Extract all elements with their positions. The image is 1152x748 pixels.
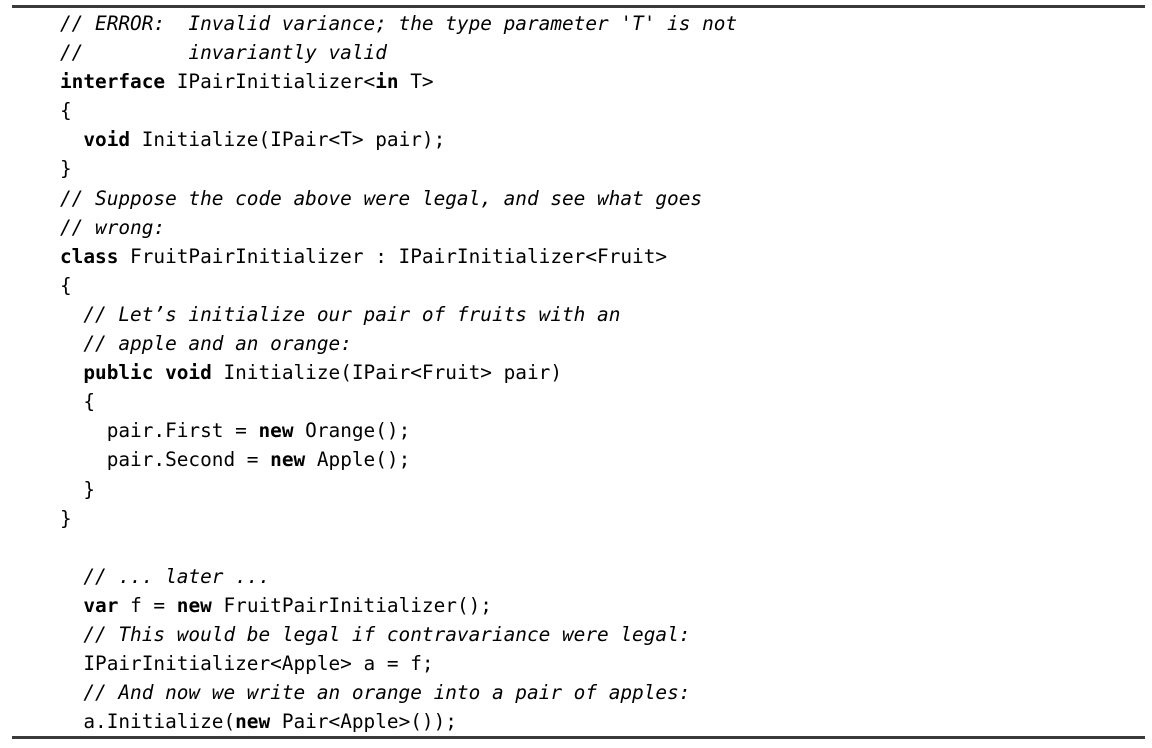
code-text — [60, 303, 83, 326]
code-line: // And now we write an orange into a pai… — [60, 678, 1130, 707]
code-keyword: new — [235, 710, 271, 734]
code-text — [60, 681, 83, 704]
listing-top-rule — [12, 5, 1145, 8]
code-keyword: in — [375, 70, 399, 94]
code-comment: // Suppose the code above were legal, an… — [60, 186, 703, 210]
code-comment: // invariantly valid — [60, 41, 387, 65]
code-text: pair.First = — [60, 419, 259, 443]
code-line: // ERROR: Invalid variance; the type par… — [60, 9, 1130, 38]
code-text — [60, 623, 83, 646]
code-line: } — [60, 475, 1130, 504]
code-keyword: new — [176, 593, 212, 617]
code-text: IPairInitializer< — [165, 70, 376, 94]
code-text: pair.Second = — [60, 448, 271, 472]
code-line: a.Initialize(new Pair<Apple>()); — [60, 707, 1130, 736]
code-comment: // This would be legal if contravariance… — [83, 622, 691, 646]
code-line: // Let’s initialize our pair of fruits w… — [60, 300, 1130, 329]
code-keyword: interface — [60, 70, 166, 94]
code-line: // wrong: — [60, 213, 1130, 242]
code-keyword: class — [60, 244, 119, 268]
code-keyword: new — [258, 419, 294, 443]
code-line: } — [60, 504, 1130, 533]
code-text: FruitPairInitializer : IPairInitializer<… — [118, 244, 668, 268]
code-text — [60, 565, 83, 588]
code-line: // Suppose the code above were legal, an… — [60, 184, 1130, 213]
code-text: { — [60, 273, 72, 297]
code-text: } — [60, 506, 72, 530]
code-text — [60, 361, 83, 384]
code-comment: // Let’s initialize our pair of fruits w… — [83, 302, 621, 326]
code-line: { — [60, 387, 1130, 416]
code-line: var f = new FruitPairInitializer(); — [60, 591, 1130, 620]
code-text: Apple(); — [305, 448, 411, 472]
code-comment: // ERROR: Invalid variance; the type par… — [60, 12, 738, 35]
code-text — [60, 332, 83, 355]
code-line — [60, 533, 1130, 562]
code-text: a.Initialize( — [60, 710, 236, 734]
code-text: } — [60, 157, 72, 181]
code-line: } — [60, 154, 1130, 183]
code-line: public void Initialize(IPair<Fruit> pair… — [60, 358, 1130, 387]
code-comment: // ... later ... — [83, 564, 271, 588]
code-text: IPairInitializer<Apple> a = f; — [60, 652, 434, 676]
code-body: // ERROR: Invalid variance; the type par… — [60, 9, 1130, 736]
code-text — [60, 594, 83, 617]
code-line: { — [60, 271, 1130, 300]
code-keyword: void — [83, 128, 131, 152]
code-comment: // wrong: — [60, 215, 166, 239]
code-line: void Initialize(IPair<T> pair); — [60, 125, 1130, 154]
code-keyword: var — [83, 593, 119, 617]
code-line: interface IPairInitializer<in T> — [60, 67, 1130, 96]
code-line: pair.First = new Orange(); — [60, 416, 1130, 445]
code-text: T> — [398, 70, 434, 94]
code-text: { — [60, 99, 72, 123]
code-text: { — [60, 390, 96, 414]
code-text: Pair<Apple>()); — [270, 710, 457, 734]
code-line: // apple and an orange: — [60, 329, 1130, 358]
code-text: Orange(); — [293, 419, 411, 443]
code-line: pair.Second = new Apple(); — [60, 445, 1130, 474]
code-keyword: public void — [83, 361, 212, 385]
code-comment: // apple and an orange: — [83, 332, 352, 356]
code-line: // invariantly valid — [60, 38, 1130, 67]
code-text: f = — [118, 593, 177, 617]
code-text: Initialize(IPair<Fruit> pair) — [211, 361, 563, 385]
code-text: FruitPairInitializer(); — [211, 593, 492, 617]
code-line: IPairInitializer<Apple> a = f; — [60, 649, 1130, 678]
code-line: // This would be legal if contravariance… — [60, 620, 1130, 649]
listing-bottom-rule — [12, 736, 1145, 739]
code-line: { — [60, 96, 1130, 125]
code-text: Initialize(IPair<T> pair); — [130, 128, 446, 152]
code-comment: // And now we write an orange into a pai… — [83, 681, 691, 705]
code-text — [60, 128, 83, 151]
code-line: // ... later ... — [60, 562, 1130, 591]
code-line: class FruitPairInitializer : IPairInitia… — [60, 242, 1130, 271]
code-keyword: new — [270, 448, 306, 472]
code-text: } — [60, 477, 96, 501]
